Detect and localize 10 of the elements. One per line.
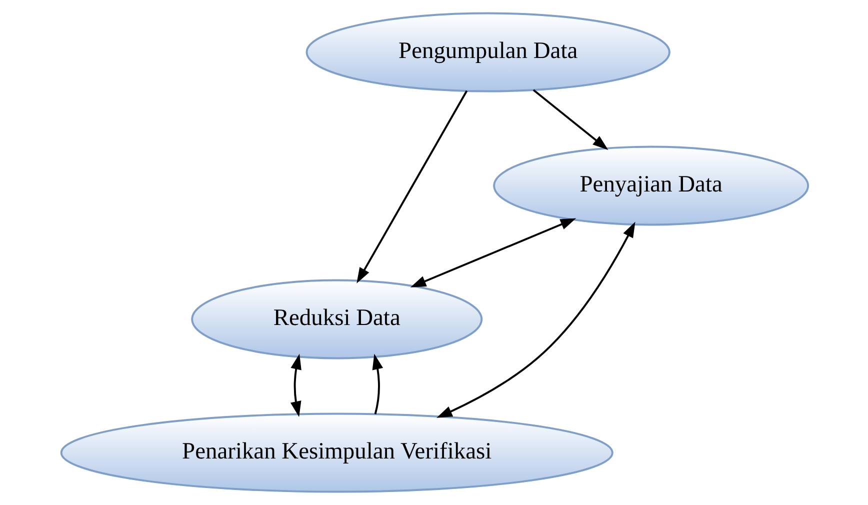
node-ellipse: Penarikan Kesimpulan Verifikasi (60, 412, 613, 493)
node-ellipse: Reduksi Data (190, 279, 482, 360)
arrow (436, 222, 635, 418)
arrow (532, 89, 608, 150)
node-ellipse: Penyajian Data (492, 146, 809, 226)
node-ellipse: Pengumpulan Data (305, 12, 670, 92)
arrow (372, 354, 383, 414)
arrow (410, 218, 576, 288)
arrow (290, 354, 301, 417)
arrow (356, 90, 468, 284)
